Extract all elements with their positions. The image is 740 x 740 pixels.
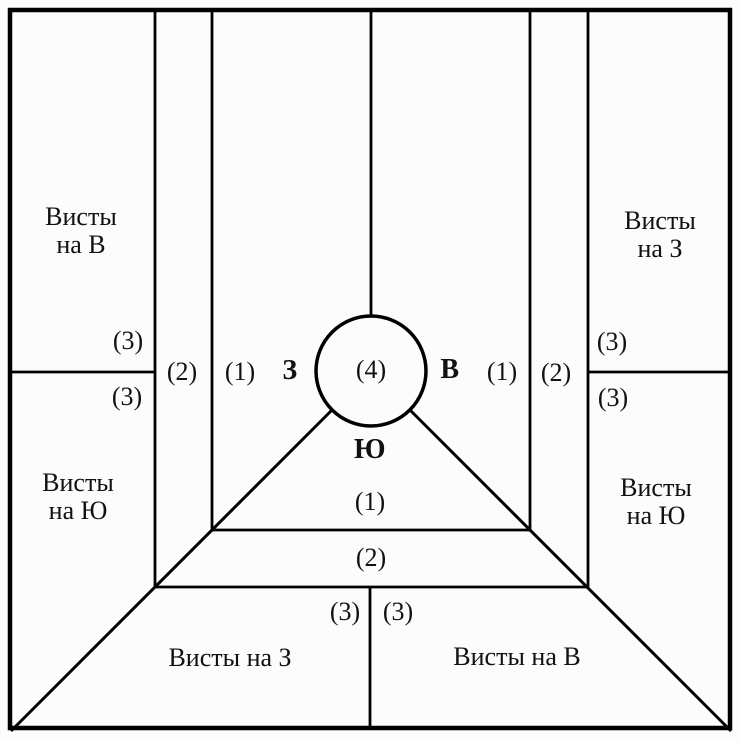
west-band1-count: (1) — [224, 356, 256, 386]
right-diagonal-line — [408, 408, 733, 733]
whists-on-west-bottom-label: Висты на З — [168, 642, 292, 672]
right-column-lower-count: (3) — [597, 382, 629, 412]
left-diagonal-line — [9, 408, 334, 733]
whists-on-west-upper-right-label: Висты на З — [624, 205, 696, 263]
south-band1-count: (1) — [354, 486, 386, 516]
west-band2-count: (2) — [166, 356, 198, 386]
left-column-upper-count: (3) — [112, 325, 144, 355]
whists-on-south-right-label: Висты на Ю — [620, 472, 692, 530]
whists-on-south-left-label: Висты на Ю — [42, 467, 114, 525]
whists-on-east-bottom-label: Висты на В — [453, 641, 581, 671]
east-band2-count: (2) — [540, 357, 572, 387]
whists-on-east-upper-left-label: Висты на В — [45, 201, 117, 259]
pool-circle — [314, 314, 428, 428]
south-band3-left-count: (3) — [329, 596, 361, 626]
right-column-upper-count: (3) — [596, 326, 628, 356]
player-south-label: Ю — [353, 433, 387, 465]
player-west-label: З — [282, 354, 298, 386]
south-band3-right-count: (3) — [382, 596, 414, 626]
east-band1-count: (1) — [486, 356, 518, 386]
pool-center-value: (4) — [355, 354, 387, 384]
south-band2-count: (2) — [355, 542, 387, 572]
left-column-lower-count: (3) — [111, 381, 143, 411]
player-east-label: В — [440, 353, 460, 385]
